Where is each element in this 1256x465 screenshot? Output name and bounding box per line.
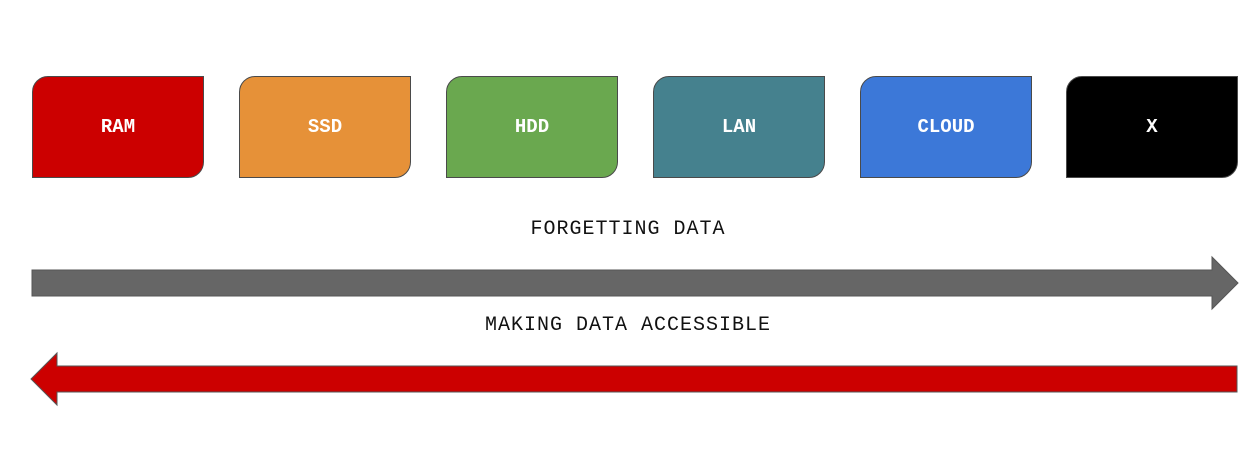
making-data-accessible-label: MAKING DATA ACCESSIBLE — [484, 314, 772, 337]
tier-ssd: SSD — [239, 76, 411, 178]
making-accessible-arrow — [30, 351, 1238, 407]
forgetting-data-arrow — [31, 255, 1239, 311]
tier-hdd: HDD — [446, 76, 618, 178]
forgetting-data-label: FORGETTING DATA — [530, 218, 726, 241]
tier-x: X — [1066, 76, 1238, 178]
tier-lan: LAN — [653, 76, 825, 178]
tier-cloud: CLOUD — [860, 76, 1032, 178]
storage-tier-row: RAM SSD HDD LAN CLOUD X — [0, 0, 1256, 200]
tier-ram: RAM — [32, 76, 204, 178]
